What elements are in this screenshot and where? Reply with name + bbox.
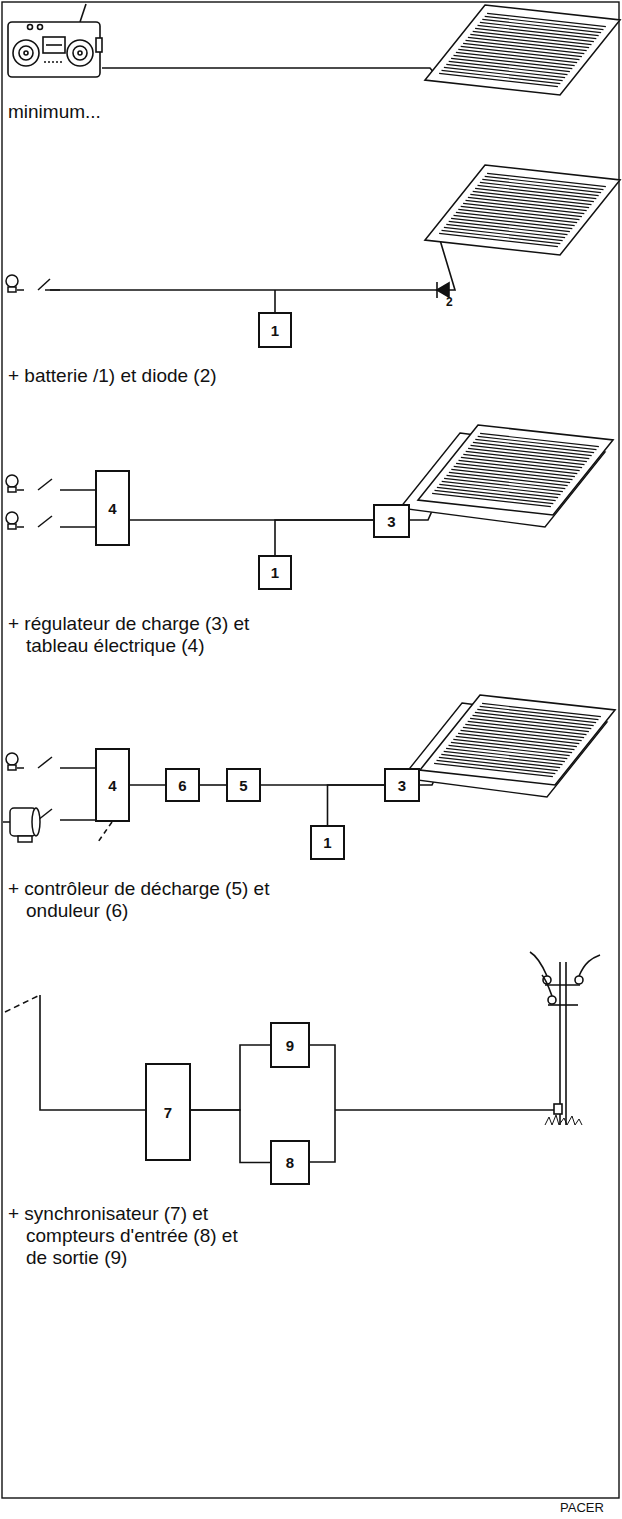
watermark: PACER	[560, 1501, 618, 1516]
wire-connector	[191, 1110, 270, 1163]
callout-number: 1	[323, 835, 331, 850]
solar-panel	[425, 5, 620, 95]
caption: minimum...	[8, 101, 226, 123]
wire-connector	[130, 784, 165, 786]
component-box: 8	[270, 1140, 310, 1185]
caption: + contrôleur de décharge (5) et onduleur…	[8, 878, 314, 922]
radio-illustration	[8, 4, 102, 77]
callout-number: 3	[398, 778, 406, 793]
frame	[2, 2, 619, 1498]
solar-panel	[425, 165, 620, 255]
component-box: 4	[95, 470, 130, 546]
wire-connector	[200, 784, 226, 786]
component-box: 1	[258, 312, 292, 348]
component-box: 3	[384, 768, 420, 802]
utility-pole	[530, 952, 600, 1125]
caption: + régulateur de charge (3) et tableau él…	[8, 613, 294, 657]
caption: + batterie /1) et diode (2)	[8, 365, 426, 387]
component-box: 5	[226, 768, 261, 802]
callout-number: 5	[239, 778, 247, 793]
callout-number: 1	[271, 323, 279, 338]
callout-number: 4	[108, 501, 116, 516]
solar-panel	[402, 695, 615, 797]
component-box: 1	[310, 825, 345, 860]
callout-number: 3	[387, 514, 395, 529]
callout-number: 1	[271, 565, 279, 580]
caption: + synchronisateur (7) et compteurs d'ent…	[8, 1203, 248, 1269]
component-box: 4	[95, 748, 130, 822]
wire-connector	[275, 520, 373, 555]
component-box: 7	[145, 1063, 191, 1161]
callout-number: 7	[164, 1105, 172, 1120]
lamp-switch	[6, 275, 60, 820]
component-box: 3	[373, 504, 410, 538]
solar-panel	[400, 425, 613, 527]
motor-illustration	[3, 808, 40, 842]
component-box: 1	[258, 555, 292, 590]
wire-connector	[328, 785, 385, 825]
callout-number: 2	[446, 296, 466, 310]
wire-connector	[191, 1045, 270, 1110]
callout-number: 4	[108, 778, 116, 793]
callout-number: 6	[178, 778, 186, 793]
component-box: 6	[165, 768, 200, 802]
callout-number: 9	[286, 1038, 294, 1053]
component-box: 9	[270, 1022, 310, 1068]
callout-number: 8	[286, 1155, 294, 1170]
